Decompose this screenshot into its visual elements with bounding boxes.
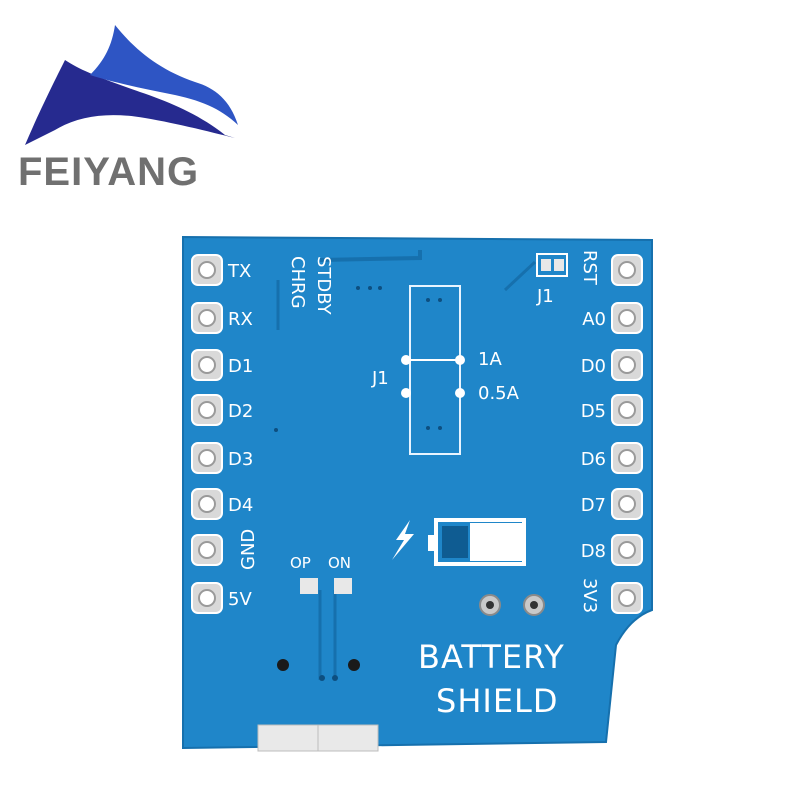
left-pin-label-tx: TX	[227, 261, 251, 282]
switch-label-op: OP	[290, 554, 311, 572]
right-pin-pad-d7-hole	[618, 495, 636, 513]
left-pin-pad-5v-hole	[198, 589, 216, 607]
right-pin-label-rst: RST	[579, 250, 600, 286]
left-pin-label-d3: D3	[228, 449, 253, 470]
right-pin-label-a0: A0	[582, 309, 606, 330]
left-pin-label-rx: RX	[228, 309, 253, 330]
left-pin-pad-d4-hole	[198, 495, 216, 513]
right-pin-label-3v3: 3V3	[579, 578, 600, 613]
right-pin-pad-d0-hole	[618, 356, 636, 374]
jumper-label-top: J1	[536, 286, 554, 307]
led-label-stdby: STDBY	[313, 256, 334, 316]
brand-name: FEIYANG	[18, 150, 200, 194]
right-pin-pad-d5-hole	[618, 401, 636, 419]
wave-logo-icon	[25, 25, 238, 145]
chip-footprint	[409, 285, 461, 455]
left-pin-pad-gnd-hole	[198, 541, 216, 559]
left-pin-label-d1: D1	[228, 356, 253, 377]
jumper-label-mid: J1	[371, 368, 389, 389]
right-pin-label-d7: D7	[581, 495, 606, 516]
left-pin-pad-d3-hole	[198, 449, 216, 467]
left-pin-pad-d2-hole	[198, 401, 216, 419]
current-option-05a: 0.5A	[478, 383, 520, 404]
board-title-line2: SHIELD	[436, 682, 559, 720]
right-pin-pad-a0-hole	[618, 309, 636, 327]
left-pin-pad-d1-hole	[198, 356, 216, 374]
right-pin-pad-rst-hole	[618, 261, 636, 279]
right-pin-label-d5: D5	[581, 401, 606, 422]
right-pin-pad-3v3-hole	[618, 589, 636, 607]
right-pin-pad-d6-hole	[618, 449, 636, 467]
left-pin-label-gnd: GND	[238, 529, 259, 570]
current-option-1a: 1A	[478, 349, 502, 370]
left-pin-label-d4: D4	[228, 495, 253, 516]
left-pin-pad-rx-hole	[198, 309, 216, 327]
right-pin-label-d8: D8	[581, 541, 606, 562]
battery-icon	[428, 518, 526, 566]
left-pin-label-5v: 5V	[228, 589, 252, 610]
right-pin-label-d0: D0	[581, 356, 606, 377]
board-title-line1: BATTERY	[418, 638, 565, 676]
switch-label-on: ON	[328, 554, 351, 572]
led-label-chrg: CHRG	[287, 256, 308, 309]
left-pin-pad-tx-hole	[198, 261, 216, 279]
lightning-icon	[392, 520, 414, 560]
pcb-body	[182, 235, 653, 750]
right-pin-pad-d8-hole	[618, 541, 636, 559]
left-pin-label-d2: D2	[228, 401, 253, 422]
right-pin-label-d6: D6	[581, 449, 606, 470]
